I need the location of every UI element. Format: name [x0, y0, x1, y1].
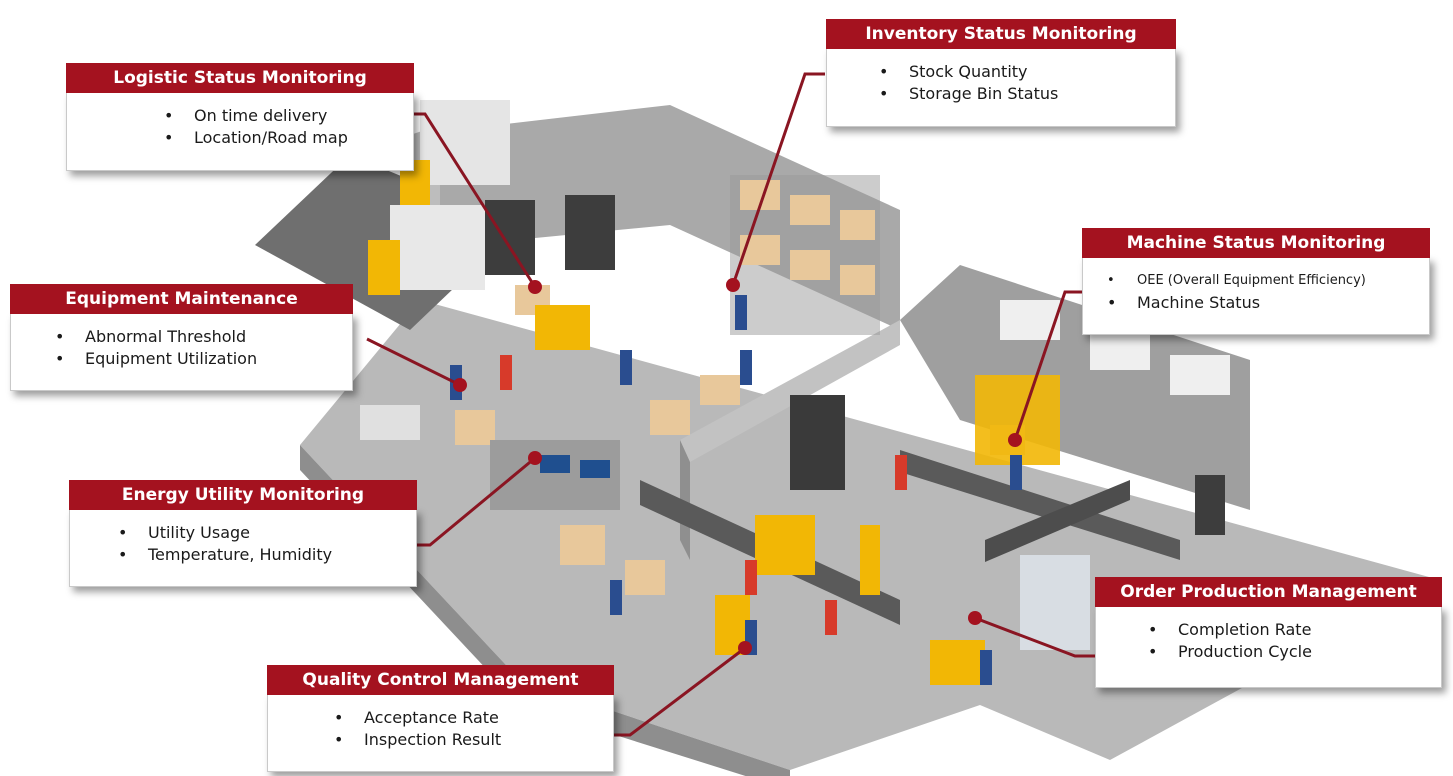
callout-title: Energy Utility Monitoring: [69, 480, 417, 510]
leader-line-logistic: [412, 112, 537, 288]
production-back-wall: [900, 265, 1250, 510]
callout-machine-status: Machine Status Monitoring OEE (Overall E…: [1082, 228, 1430, 335]
gantry-machine: [975, 375, 1060, 465]
leader-line-equipment: [366, 337, 461, 387]
marker-dot: [1008, 433, 1022, 447]
leader-line-quality: [612, 646, 746, 737]
callout-item: Completion Rate: [1148, 619, 1441, 641]
exit-door: [1195, 475, 1225, 535]
truck-cargo: [390, 205, 485, 290]
divider-wall-side: [680, 440, 690, 560]
callout-title: Quality Control Management: [267, 665, 614, 695]
callout-item: Production Cycle: [1148, 641, 1441, 663]
marker-dot: [528, 451, 542, 465]
callout-order-production: Order Production Management Completion R…: [1095, 577, 1442, 688]
window: [1090, 330, 1150, 370]
callout-item: Stock Quantity: [879, 61, 1175, 83]
press-machine: [755, 515, 815, 575]
window: [1170, 355, 1230, 395]
monitor: [580, 460, 610, 478]
marker-dot: [726, 278, 740, 292]
truck-cargo: [420, 100, 510, 185]
callout-item: Temperature, Humidity: [118, 544, 416, 566]
divider-wall: [680, 320, 900, 462]
shelving-unit: [1020, 555, 1090, 650]
callout-item: Equipment Utilization: [55, 348, 352, 370]
assembly-station: [930, 640, 985, 685]
callout-item: Abnormal Threshold: [55, 326, 352, 348]
callout-energy-utility: Energy Utility Monitoring Utility Usage …: [69, 480, 417, 587]
storage-rack: [730, 175, 880, 335]
robot-arm: [860, 525, 880, 595]
conveyor-belt: [900, 450, 1180, 560]
callout-item: Inspection Result: [334, 729, 613, 751]
callout-item: Location/Road map: [164, 127, 413, 149]
leader-line-order: [974, 616, 1095, 658]
marker-dot: [453, 378, 467, 392]
truck-cab: [368, 240, 400, 295]
office-desk: [360, 405, 420, 440]
monitor: [540, 455, 570, 473]
forklift: [535, 305, 590, 350]
callout-title: Order Production Management: [1095, 577, 1442, 607]
callout-inventory-status: Inventory Status Monitoring Stock Quanti…: [826, 19, 1176, 127]
callout-title: Logistic Status Monitoring: [66, 63, 414, 93]
leader-line-inventory: [731, 72, 825, 286]
callout-item: Storage Bin Status: [879, 83, 1175, 105]
callout-logistic-status: Logistic Status Monitoring On time deliv…: [66, 63, 414, 171]
callout-equipment-maintenance: Equipment Maintenance Abnormal Threshold…: [10, 284, 353, 391]
callout-item: Acceptance Rate: [334, 707, 613, 729]
callout-item: On time delivery: [164, 105, 413, 127]
callout-title: Inventory Status Monitoring: [826, 19, 1176, 49]
marker-dot: [528, 280, 542, 294]
marker-dot: [968, 611, 982, 625]
callout-item: Machine Status: [1107, 292, 1429, 314]
callout-quality-control: Quality Control Management Acceptance Ra…: [267, 665, 614, 772]
callout-title: Machine Status Monitoring: [1082, 228, 1430, 258]
leader-line-energy: [415, 456, 536, 547]
marker-dot: [738, 641, 752, 655]
callout-item: OEE (Overall Equipment Efficiency): [1107, 270, 1429, 292]
leader-line-machine: [1013, 290, 1082, 441]
conveyor-belt: [985, 480, 1130, 562]
loading-door: [565, 195, 615, 270]
callout-title: Equipment Maintenance: [10, 284, 353, 314]
loading-door: [485, 200, 535, 275]
box-stack: [455, 285, 1025, 595]
callout-item: Utility Usage: [118, 522, 416, 544]
server-rack: [790, 395, 845, 490]
